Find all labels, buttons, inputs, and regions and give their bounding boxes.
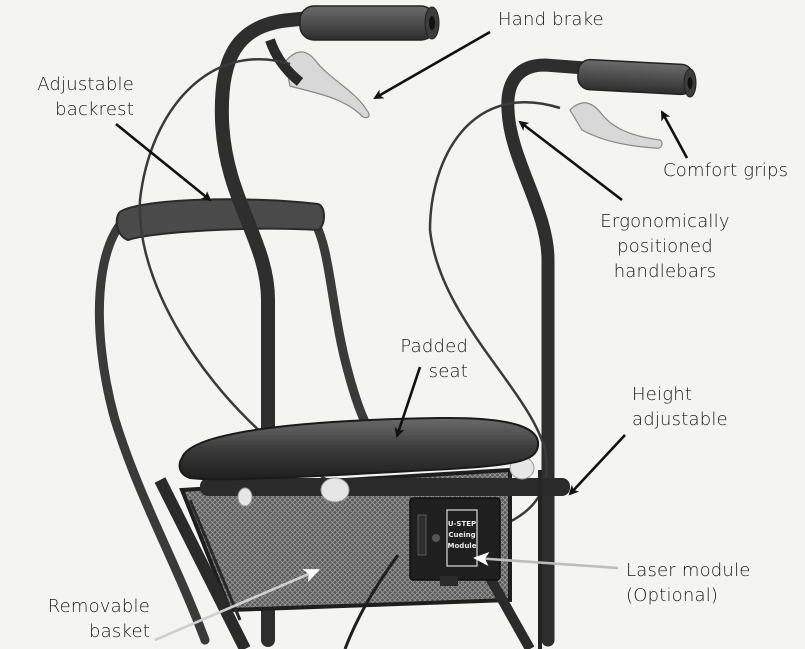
- laser-module-box: U-STEP Cueing Module: [409, 497, 501, 586]
- module-line-3: Module: [448, 542, 477, 550]
- label-comfort-grips: Comfort grips: [663, 160, 789, 181]
- arrow-ergonomic-handlebars: [518, 120, 623, 202]
- arrow-height-adjustable: [568, 434, 626, 496]
- arrow-padded-seat: [394, 366, 422, 438]
- arrow-laser-module: [473, 551, 619, 570]
- arrow-hand-brake: [373, 30, 491, 100]
- label-removable-basket: Removable basket: [47, 596, 150, 642]
- label-hand-brake: Hand brake: [498, 9, 604, 30]
- label-ergonomic-handlebars: Ergonomically positioned handlebars: [600, 211, 730, 282]
- label-height-adjustable: Height adjustable: [632, 384, 728, 430]
- left-comfort-grip: [299, 5, 436, 41]
- backrest-pad: [115, 198, 325, 242]
- module-line-1: U-STEP: [448, 520, 476, 528]
- arrow-adjustable-backrest: [115, 122, 212, 202]
- right-handlebar: [501, 58, 592, 647]
- padded-seat-shape: [178, 416, 540, 481]
- module-line-2: Cueing: [448, 531, 475, 539]
- arrow-removable-basket: [154, 568, 320, 642]
- label-padded-seat: Padded seat: [400, 336, 468, 382]
- left-brake-lever: [284, 51, 370, 119]
- callout-arrows: [115, 30, 689, 496]
- label-adjustable-backrest: Adjustable backrest: [37, 74, 134, 120]
- right-brake-lever: [569, 102, 663, 149]
- arrow-comfort-grips: [660, 110, 689, 159]
- right-comfort-grip: [577, 58, 694, 96]
- left-handlebar: [214, 11, 317, 647]
- label-laser-module: Laser module (Optional): [626, 560, 751, 606]
